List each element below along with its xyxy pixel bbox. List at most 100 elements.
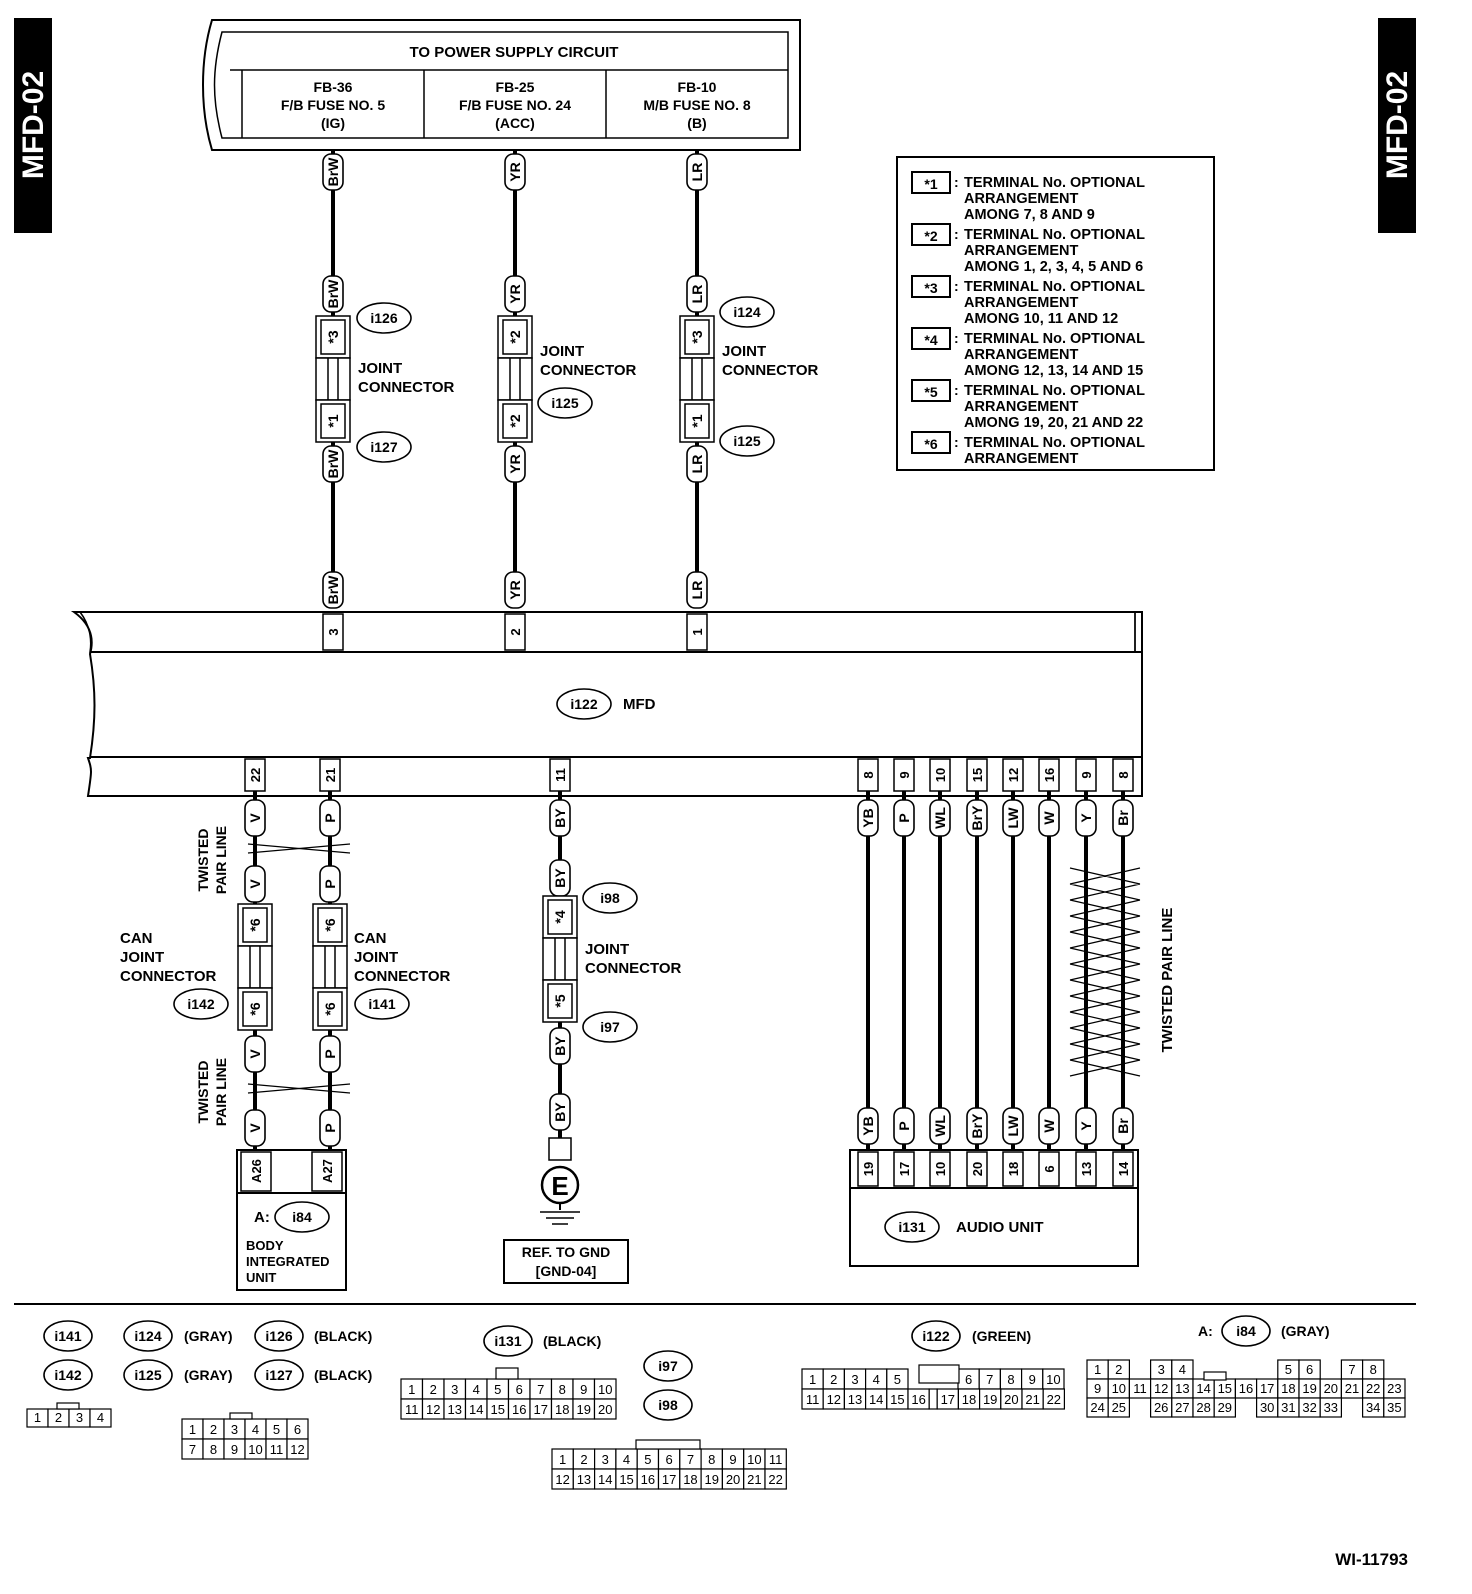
wire-tag-frame xyxy=(1112,799,1134,837)
joint-housing-mid xyxy=(497,357,533,401)
wire-tag-frame xyxy=(686,445,708,483)
wire-color-label: YR xyxy=(507,580,523,599)
legend-text: TERMINAL No. OPTIONAL xyxy=(964,227,1145,243)
wire-color-label: BrW xyxy=(325,449,341,479)
connector-id: i124 xyxy=(733,304,760,320)
terminal-number: 10 xyxy=(598,1382,612,1397)
wire-color-tag: P xyxy=(319,865,341,903)
wire-color-label: YR xyxy=(507,162,523,181)
wire-tag-frame xyxy=(1002,799,1024,837)
legend-key: *1 xyxy=(924,176,937,192)
wire-color-tag: Y xyxy=(1075,799,1097,837)
page-tab-right: MFD-02 xyxy=(1378,18,1416,233)
mfd-terminal-number: 11 xyxy=(553,768,568,782)
terminal-number: 14 xyxy=(1196,1381,1210,1396)
terminal-box xyxy=(240,1151,272,1192)
terminal-number: 13 xyxy=(577,1472,591,1487)
wire-tag-frame xyxy=(1038,799,1060,837)
wire-color-label: LW xyxy=(1005,1115,1021,1137)
terminal-number: 23 xyxy=(1387,1381,1401,1396)
terminal-number: 6 xyxy=(1306,1362,1313,1377)
unit-name: BODY xyxy=(246,1238,284,1253)
wire-color-tag: Br xyxy=(1112,799,1134,837)
connector-id-oval: i98 xyxy=(582,882,638,914)
wire-color-tag: YB xyxy=(857,799,879,837)
legend-key-box xyxy=(911,223,951,246)
terminal-number: 32 xyxy=(1302,1400,1316,1415)
ground-symbol: E xyxy=(551,1171,568,1201)
terminal-number: 5 xyxy=(894,1372,901,1387)
mfd-terminal-number: 2 xyxy=(508,628,523,635)
figure-id: WI-11793 xyxy=(1335,1550,1408,1569)
wire-color-tag: BY xyxy=(549,1027,571,1065)
twisted-pair-label: TWISTED xyxy=(195,1061,211,1124)
terminal-number: 24 xyxy=(1090,1400,1104,1415)
wire-color-tag: BrW xyxy=(322,153,344,191)
connector-oval xyxy=(884,1211,940,1243)
terminal-number: 19 xyxy=(983,1392,997,1407)
terminal-box xyxy=(1038,1151,1060,1187)
connector-id-oval: i122 xyxy=(556,688,612,720)
joint-cavity-bottom xyxy=(547,983,573,1019)
joint-cavity-bottom xyxy=(242,991,268,1027)
wire-tag-frame xyxy=(322,153,344,191)
connector-id-oval: i142 xyxy=(43,1359,93,1391)
unit-terminal: A27 xyxy=(320,1159,335,1183)
joint-connector-label: CONNECTOR xyxy=(358,379,455,396)
wire-tag-frame xyxy=(244,865,266,903)
wire-color-tag: BrW xyxy=(322,571,344,609)
wire-color-label: YB xyxy=(860,1116,876,1135)
wire-tag-frame xyxy=(504,445,526,483)
joint-housing-mid xyxy=(237,945,273,989)
joint-cavity-top xyxy=(547,899,573,935)
connector-color: (GRAY) xyxy=(184,1367,233,1383)
unit-name: INTEGRATED xyxy=(246,1254,330,1269)
connector-id: i125 xyxy=(733,433,760,449)
legend-colon: : xyxy=(954,278,959,294)
terminal-number: 4 xyxy=(873,1372,880,1387)
optional-arrangement-key: *4 xyxy=(552,910,568,923)
joint-connector-block: *6*6 xyxy=(237,903,273,1031)
wire-color-label: P xyxy=(896,1121,912,1130)
can-joint-label: JOINT xyxy=(354,949,398,966)
terminal-number: 3 xyxy=(231,1422,238,1437)
terminal-number: 10 xyxy=(1112,1381,1126,1396)
legend-text: ARRANGEMENT xyxy=(964,399,1079,415)
legend-text: AMONG 1, 2, 3, 4, 5 AND 6 xyxy=(964,259,1143,275)
mfd-terminal-number: 22 xyxy=(248,768,263,782)
wire-color-label: LR xyxy=(689,581,705,600)
terminal-number: 34 xyxy=(1366,1400,1380,1415)
wire-color-label: Br xyxy=(1115,1118,1131,1134)
wire-color-label: W xyxy=(1041,1119,1057,1133)
wire-tag-frame xyxy=(1038,1107,1060,1145)
terminal-number: 18 xyxy=(555,1402,569,1417)
optional-arrangement-key: *6 xyxy=(247,1002,263,1015)
terminal-number: 20 xyxy=(598,1402,612,1417)
connector-color: (GRAY) xyxy=(184,1328,233,1344)
wire-color-tag: V xyxy=(244,799,266,837)
connector-id-oval: i142 xyxy=(173,988,229,1020)
connector-oval xyxy=(556,688,612,720)
terminal-number: 4 xyxy=(473,1382,480,1397)
legend-text: ARRANGEMENT xyxy=(964,451,1079,467)
connector-id: i98 xyxy=(600,890,620,906)
joint-cavity-top xyxy=(684,319,710,355)
terminal-number: 28 xyxy=(1196,1400,1210,1415)
connector-oval xyxy=(356,302,412,334)
twisted-pair-label: PAIR LINE xyxy=(213,1058,229,1126)
joint-cavity-top xyxy=(502,319,528,355)
terminal-number: 9 xyxy=(580,1382,587,1397)
fuse-mode: (IG) xyxy=(321,115,345,131)
fuse-mode: (B) xyxy=(687,115,706,131)
unit-name: UNIT xyxy=(246,1270,276,1285)
joint-connector-label: JOINT xyxy=(585,941,629,958)
wire-color-label: P xyxy=(322,1123,338,1132)
joint-connector-block: *4 *5 xyxy=(542,895,578,1023)
optional-arrangement-key: *5 xyxy=(552,994,568,1007)
can-joint-label: CONNECTOR xyxy=(354,968,451,985)
terminal-number: 2 xyxy=(55,1410,62,1425)
terminal-cell xyxy=(928,1388,938,1410)
terminal-number: 10 xyxy=(747,1452,761,1467)
